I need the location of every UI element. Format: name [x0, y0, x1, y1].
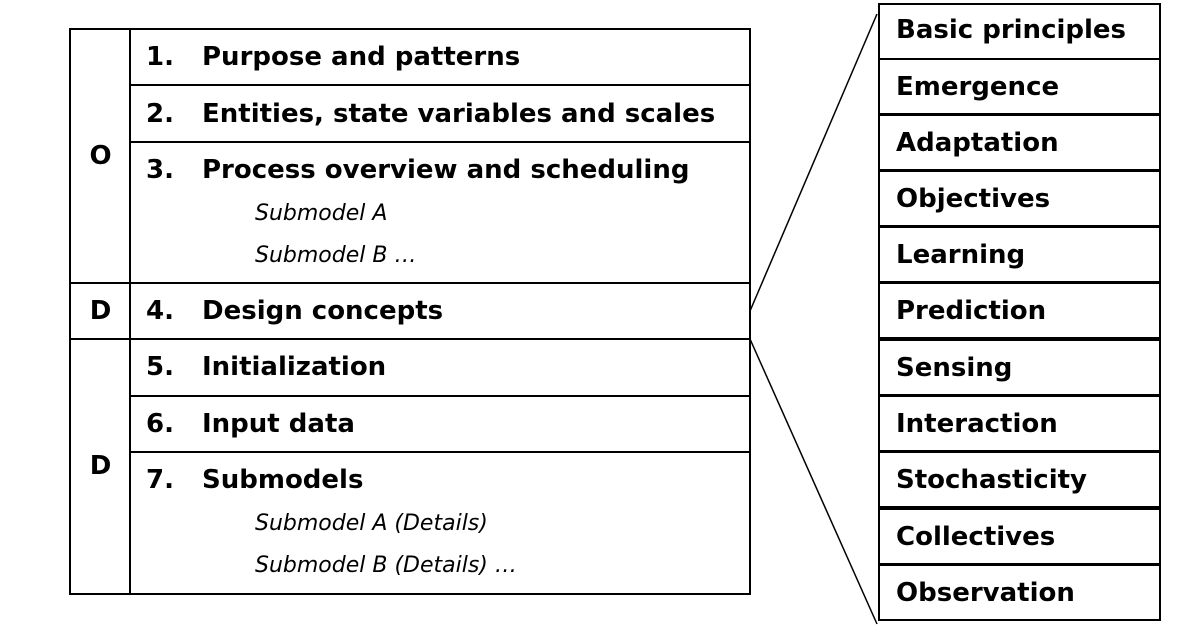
table-border-left — [69, 28, 71, 595]
concept-item: Collectives — [878, 508, 1161, 565]
element-number: 2. — [146, 99, 174, 129]
group-divider — [69, 282, 751, 284]
table-border-right — [749, 28, 751, 595]
concept-label: Objectives — [896, 184, 1051, 214]
element-title: Input data — [202, 409, 355, 439]
row-divider — [129, 451, 751, 453]
concept-item: Sensing — [878, 339, 1161, 396]
group-letter-overview: O — [89, 141, 112, 171]
connector-line-bottom — [749, 338, 878, 625]
table-border-top — [69, 28, 751, 30]
group-letter-details: D — [89, 451, 112, 481]
table-column-divider — [129, 28, 131, 595]
group-divider — [69, 338, 751, 340]
concept-label: Basic principles — [896, 15, 1127, 45]
concept-label: Adaptation — [896, 128, 1059, 158]
element-title: Design concepts — [202, 296, 444, 326]
row-divider — [129, 141, 751, 143]
connector-line-top — [749, 13, 878, 312]
element-number: 6. — [146, 409, 174, 439]
row-divider — [129, 84, 751, 86]
element-title: Purpose and patterns — [202, 42, 521, 72]
element-title: Initialization — [202, 352, 387, 382]
element-number: 7. — [146, 465, 174, 495]
element-subitem: Submodel A — [255, 201, 388, 226]
concept-item: Basic principles — [878, 3, 1161, 60]
element-subitem: Submodel B (Details) … — [255, 553, 517, 578]
concept-label: Stochasticity — [896, 465, 1088, 495]
element-number: 3. — [146, 155, 174, 185]
element-number: 4. — [146, 296, 174, 326]
concept-label: Emergence — [896, 72, 1060, 102]
concept-item: Observation — [878, 564, 1161, 621]
concept-label: Collectives — [896, 522, 1056, 552]
table-border-bottom — [69, 593, 751, 595]
concept-label: Prediction — [896, 296, 1047, 326]
concept-item: Interaction — [878, 395, 1161, 452]
concept-label: Observation — [896, 578, 1075, 608]
element-title: Submodels — [202, 465, 364, 495]
concept-item: Prediction — [878, 282, 1161, 339]
group-letter-design: D — [89, 296, 112, 326]
concept-label: Learning — [896, 240, 1026, 270]
concept-label: Sensing — [896, 353, 1013, 383]
row-divider — [129, 395, 751, 397]
element-number: 1. — [146, 42, 174, 72]
concept-item: Emergence — [878, 58, 1161, 115]
concept-item: Adaptation — [878, 114, 1161, 171]
element-number: 5. — [146, 352, 174, 382]
element-subitem: Submodel B … — [255, 243, 417, 268]
concept-item: Learning — [878, 226, 1161, 283]
concept-item: Objectives — [878, 170, 1161, 227]
element-title: Entities, state variables and scales — [202, 99, 716, 129]
concept-label: Interaction — [896, 409, 1058, 439]
element-subitem: Submodel A (Details) — [255, 511, 488, 536]
element-title: Process overview and scheduling — [202, 155, 690, 185]
concept-item: Stochasticity — [878, 451, 1161, 508]
